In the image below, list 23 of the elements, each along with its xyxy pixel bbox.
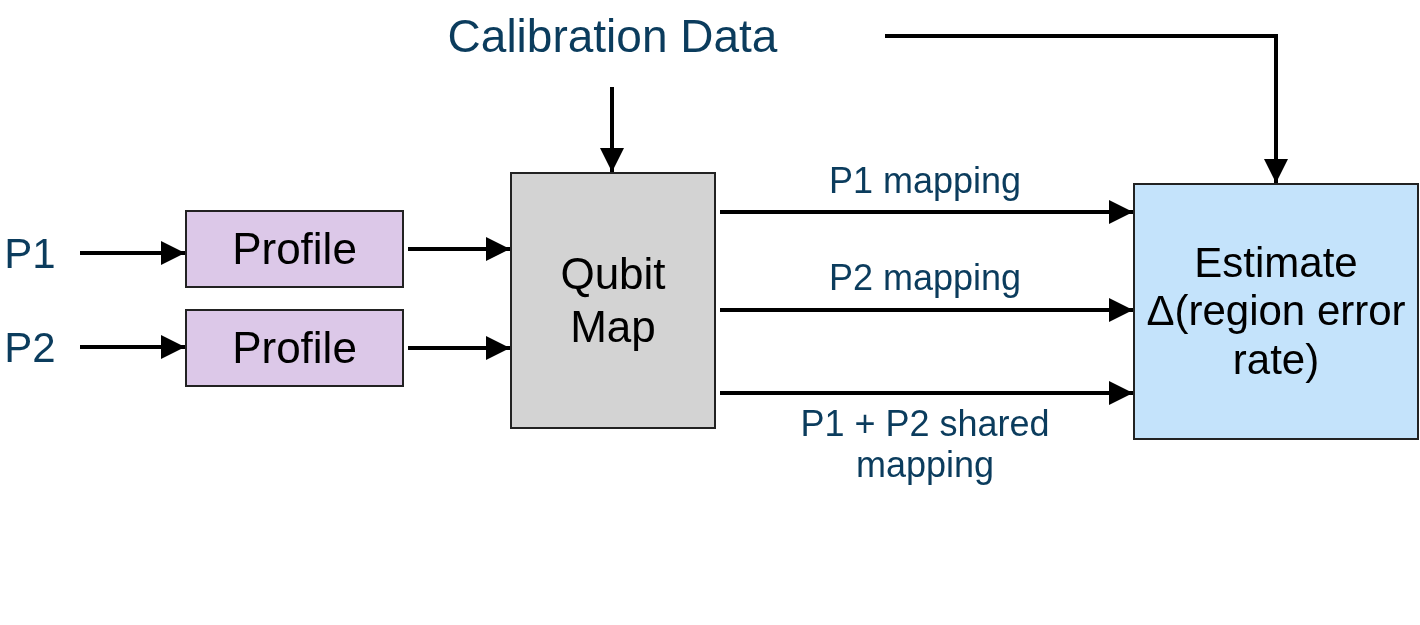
edge-label: P1 + P2 shared mapping bbox=[799, 403, 1051, 486]
process-box bbox=[1133, 183, 1419, 440]
node-text: Profile bbox=[232, 322, 357, 374]
arrow bbox=[80, 335, 185, 359]
edge-label: P1 mapping bbox=[827, 160, 1023, 202]
node-text: Estimate Δ(region error rate) bbox=[1145, 239, 1407, 384]
process-box bbox=[185, 210, 404, 288]
arrow bbox=[720, 298, 1133, 322]
arrow bbox=[720, 200, 1133, 224]
node-text: Calibration Data bbox=[447, 8, 778, 64]
node-text: P1 bbox=[4, 228, 56, 279]
process-box bbox=[185, 309, 404, 387]
arrow bbox=[80, 241, 185, 265]
arrow bbox=[408, 237, 510, 261]
arrow bbox=[885, 34, 1288, 183]
node-text: P2 bbox=[4, 322, 56, 373]
process-box bbox=[510, 172, 716, 429]
arrow bbox=[408, 336, 510, 360]
edge-label: P2 mapping bbox=[827, 257, 1023, 299]
arrow bbox=[720, 381, 1133, 405]
node-text: Qubit Map bbox=[559, 247, 667, 353]
arrow bbox=[600, 87, 624, 172]
node-text: Profile bbox=[232, 223, 357, 275]
